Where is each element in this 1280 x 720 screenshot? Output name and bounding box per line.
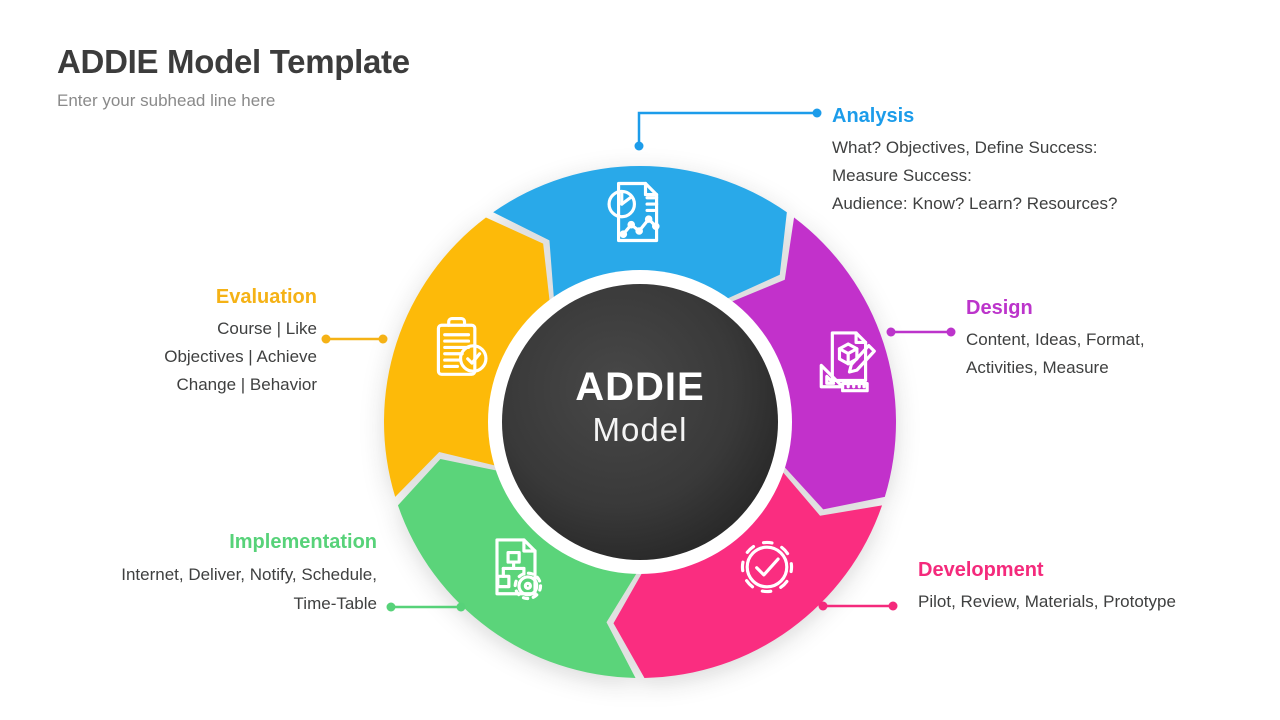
implementation-callout: Implementation Internet, Deliver, Notify…: [97, 530, 377, 618]
evaluation-line-3: Change | Behavior: [176, 375, 317, 394]
analysis-line-1: What? Objectives, Define Success:: [832, 138, 1098, 157]
evaluation-callout: Evaluation Course | Like Objectives | Ac…: [120, 285, 317, 399]
development-line-1: Pilot, Review, Materials, Prototype: [918, 592, 1176, 611]
evaluation-line-1: Course | Like: [217, 319, 317, 338]
design-connector: [886, 327, 956, 337]
analysis-callout: Analysis What? Objectives, Define Succes…: [832, 104, 1162, 218]
development-gear-check-icon: [740, 540, 794, 594]
header: ADDIE Model Template Enter your subhead …: [57, 44, 410, 112]
development-callout: Development Pilot, Review, Materials, Pr…: [918, 558, 1218, 616]
center-dark-disc: [502, 284, 778, 560]
implementation-line-1: Internet, Deliver, Notify, Schedule,: [121, 565, 377, 584]
design-line-2: Activities, Measure: [966, 358, 1109, 377]
evaluation-connector: [321, 334, 388, 344]
design-drafting-document-icon: [819, 331, 876, 393]
analysis-connector: [634, 108, 822, 151]
evaluation-segment: [384, 217, 550, 497]
development-heading: Development: [918, 559, 1044, 581]
center-subtitle: Model: [592, 411, 688, 448]
center-label: ADDIE Model: [510, 364, 770, 450]
analysis-line-2: Measure Success:: [832, 166, 972, 185]
implementation-flowchart-gear-icon: [495, 538, 543, 601]
design-line-1: Content, Ideas, Format,: [966, 330, 1145, 349]
implementation-connector: [386, 602, 466, 612]
development-connector: [818, 601, 898, 611]
center-title: ADDIE: [575, 365, 705, 409]
analysis-heading: Analysis: [832, 105, 915, 127]
analysis-line-3: Audience: Know? Learn? Resources?: [832, 194, 1118, 213]
evaluation-line-2: Objectives | Achieve: [164, 347, 317, 366]
design-segment: [730, 217, 896, 510]
evaluation-clipboard-check-icon: [436, 317, 488, 376]
implementation-heading: Implementation: [229, 531, 377, 553]
page-title: ADDIE Model Template: [57, 43, 410, 80]
evaluation-heading: Evaluation: [215, 286, 317, 308]
implementation-line-2: Time-Table: [293, 594, 377, 613]
analysis-report-pie-chart-icon: [607, 181, 660, 243]
design-heading: Design: [966, 297, 1033, 319]
design-callout: Design Content, Ideas, Format, Activitie…: [966, 296, 1226, 382]
page-subhead: Enter your subhead line here: [57, 91, 276, 110]
